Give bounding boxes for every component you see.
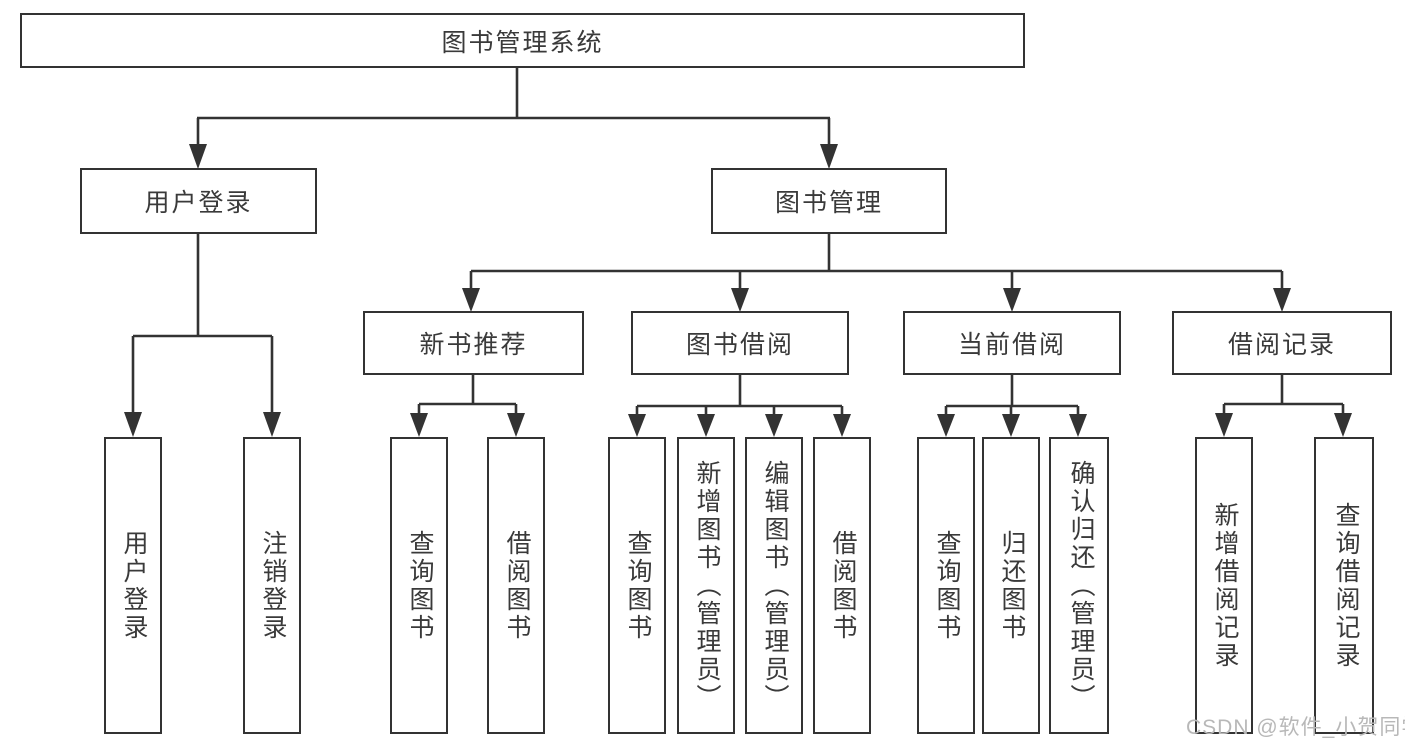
node-query-books-borrow: 查询图书 bbox=[608, 437, 666, 734]
node-new-book-recommend: 新书推荐 bbox=[363, 311, 584, 375]
watermark-text: CSDN @软件_小贺同学 bbox=[1186, 716, 1405, 739]
connector-user-login-children bbox=[124, 234, 281, 437]
node-borrow-books-recommend: 借阅图书 bbox=[487, 437, 545, 734]
node-query-books-current: 查询图书 bbox=[917, 437, 975, 734]
node-book-borrow: 图书借阅 bbox=[631, 311, 849, 375]
node-borrow-records: 借阅记录 bbox=[1172, 311, 1392, 375]
node-library-system-root: 图书管理系统 bbox=[20, 13, 1025, 68]
node-confirm-return-admin: 确认归还（管理员） bbox=[1049, 437, 1109, 734]
connector-borrow-records-children bbox=[1215, 374, 1352, 437]
node-book-management: 图书管理 bbox=[711, 168, 947, 234]
node-add-book-admin: 新增图书（管理员） bbox=[677, 437, 735, 734]
node-add-borrow-record: 新增借阅记录 bbox=[1195, 437, 1253, 734]
node-query-books-recommend: 查询图书 bbox=[390, 437, 448, 734]
node-borrow-books-leaf: 借阅图书 bbox=[813, 437, 871, 734]
connector-book-management-children bbox=[462, 234, 1291, 312]
node-return-book: 归还图书 bbox=[982, 437, 1040, 734]
node-current-borrow: 当前借阅 bbox=[903, 311, 1121, 375]
node-edit-book-admin: 编辑图书（管理员） bbox=[745, 437, 803, 734]
connector-root-to-level1 bbox=[189, 68, 838, 169]
node-logout-leaf: 注销登录 bbox=[243, 437, 301, 734]
node-query-borrow-record: 查询借阅记录 bbox=[1314, 437, 1374, 734]
node-user-login-leaf: 用户登录 bbox=[104, 437, 162, 734]
connector-new-book-children bbox=[410, 375, 525, 437]
node-user-login: 用户登录 bbox=[80, 168, 317, 234]
connector-current-borrow-children bbox=[937, 374, 1087, 437]
connector-book-borrow-children bbox=[628, 374, 851, 437]
